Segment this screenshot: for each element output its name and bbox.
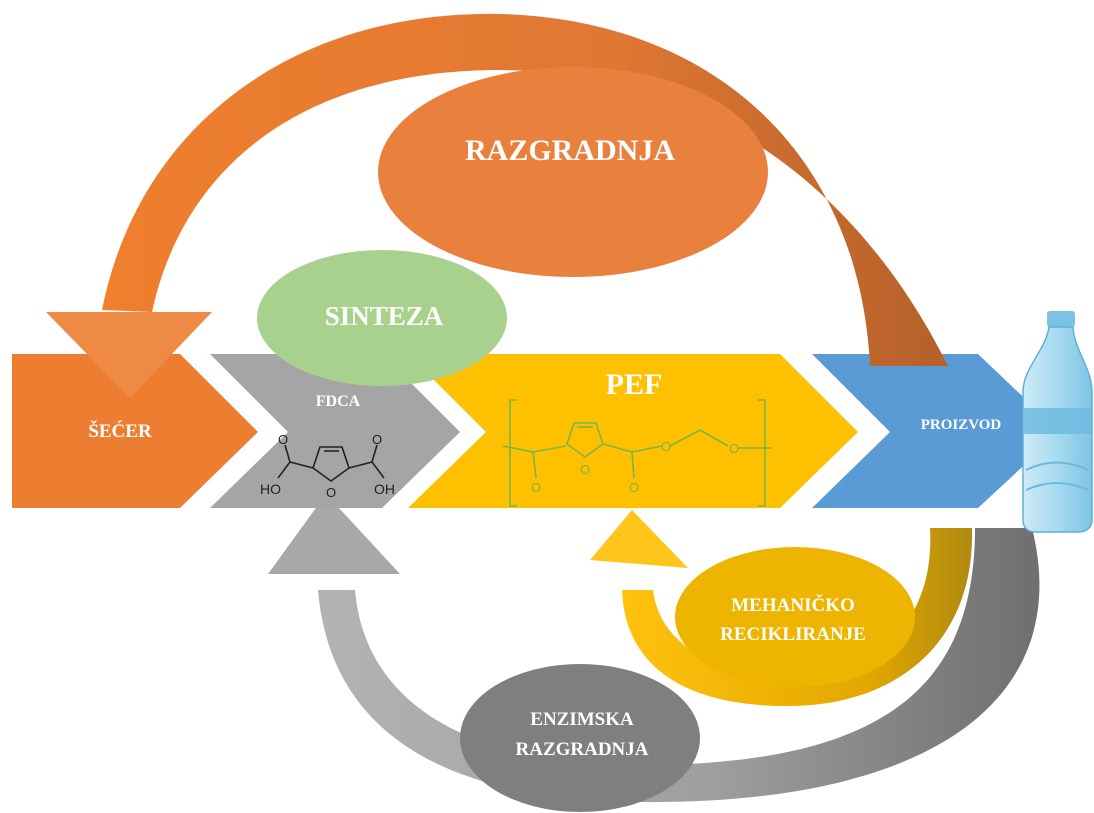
fdca-label: FDCA <box>316 393 361 410</box>
fdca-ring-o-label: O <box>326 485 336 500</box>
plastic-bottle-icon <box>1022 311 1093 533</box>
pef-o1-label: O <box>531 480 541 495</box>
pef-label: PEF <box>606 368 663 401</box>
fdca-structure <box>277 444 385 482</box>
fdca-oh-left-label: HO <box>260 481 281 497</box>
pef-o4-label: O <box>729 441 739 456</box>
pef-structure <box>502 399 772 507</box>
enzimska-label-line2: RAZGRADNJA <box>516 739 649 760</box>
razgradnja-label: RAZGRADNJA <box>465 134 675 167</box>
sinteza-ellipse <box>257 250 507 386</box>
stage-chevrons <box>12 354 1060 508</box>
enzimska-label-line1: ENZIMSKA <box>530 709 634 730</box>
pef-o2-label: O <box>629 480 639 495</box>
fdca-chevron <box>210 354 460 508</box>
pef-chevron <box>408 354 858 508</box>
mehanicko-label-line2: RECIKLIRANJE <box>720 624 866 645</box>
razgradnja-ellipse <box>378 67 768 277</box>
proizvod-chevron <box>812 354 1060 508</box>
secer-label: ŠEĆER <box>88 420 152 442</box>
secer-chevron <box>12 354 258 508</box>
mehanicko-label-line1: MEHANIČKO <box>731 594 855 616</box>
fdca-o2-label: O <box>372 432 382 447</box>
sinteza-label: SINTEZA <box>325 301 444 331</box>
pef-o3-label: O <box>661 439 671 454</box>
fdca-oh-right-label: OH <box>374 481 395 497</box>
mehanicko-ellipse <box>675 547 915 687</box>
enzymatic-recycling-arrow <box>268 494 1040 803</box>
pef-ring-o-label: O <box>580 462 590 477</box>
degradation-arrow <box>46 13 948 398</box>
proizvod-label: PROIZVOD <box>921 417 1002 433</box>
enzimska-ellipse <box>460 664 700 812</box>
fdca-o1-label: O <box>278 432 288 447</box>
